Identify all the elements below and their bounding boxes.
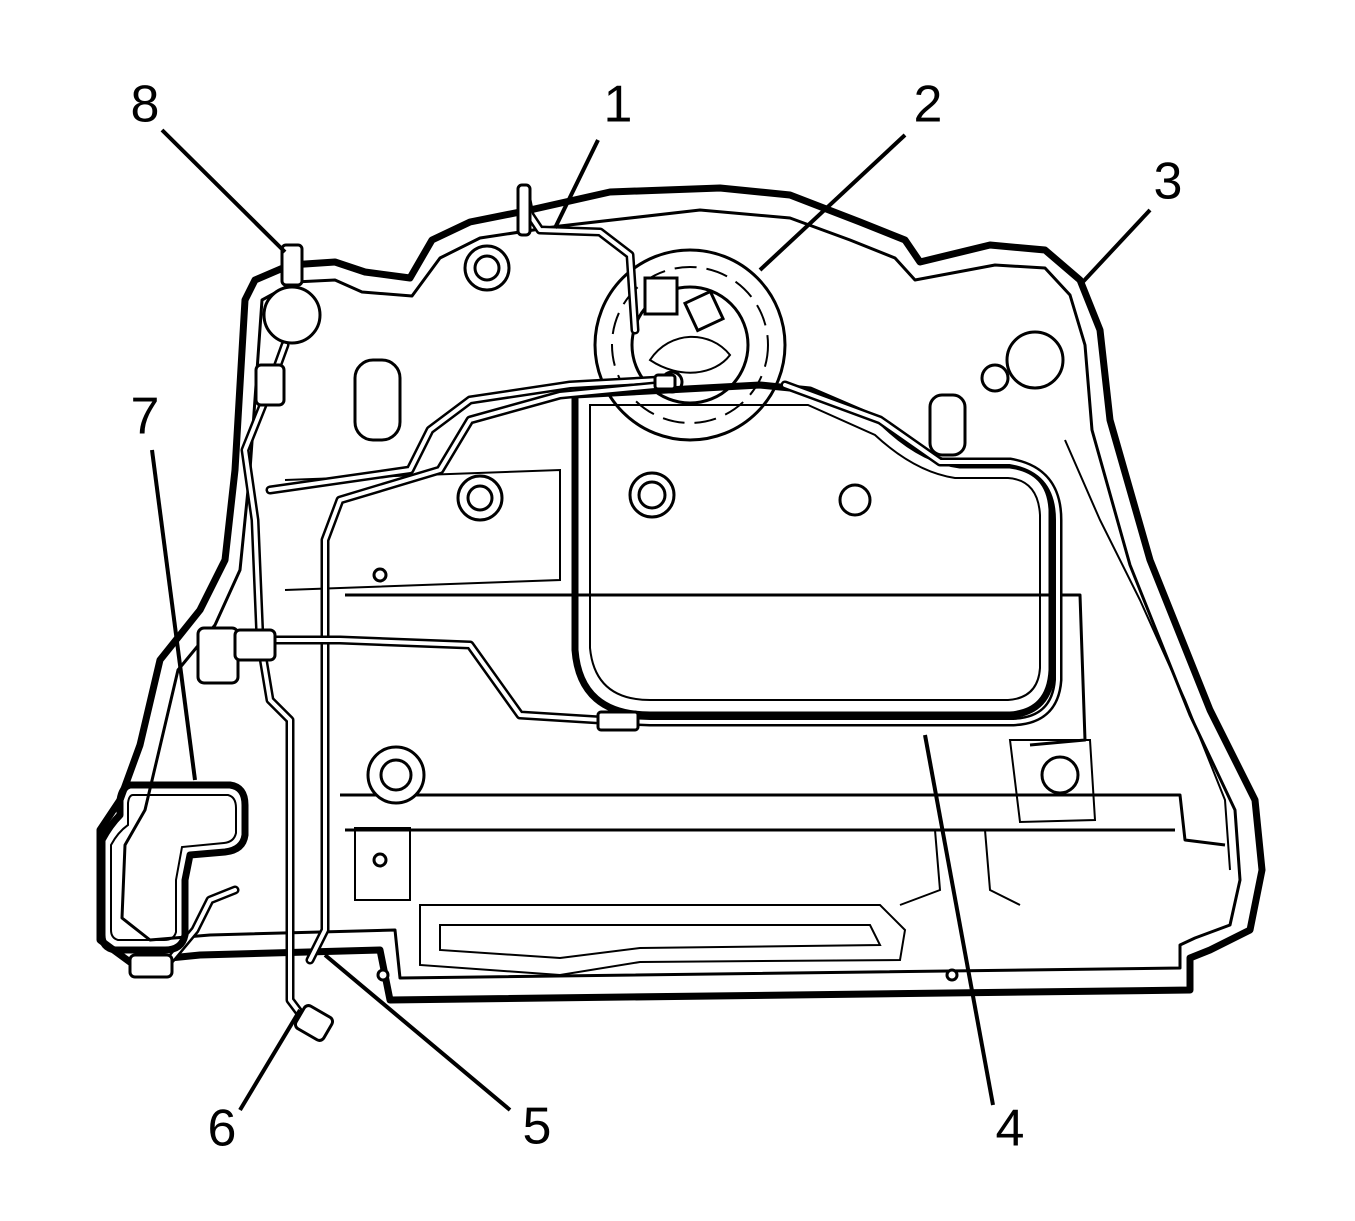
hole-bottom-far-left (376, 968, 390, 982)
callout-4: 4 (996, 1100, 1025, 1158)
callout-1: 1 (604, 76, 633, 134)
boss-upper-far-right (1005, 330, 1065, 390)
callout-6: 6 (208, 1100, 237, 1158)
right-pocket (1008, 739, 1097, 824)
callout-5: 5 (523, 1098, 552, 1156)
callout-2: 2 (914, 76, 943, 134)
callout-8: 8 (131, 76, 160, 134)
pressure-sensor-connector (280, 243, 304, 287)
harness-end-connector (293, 1004, 335, 1042)
fuel-pump-module (593, 248, 787, 442)
leader-1 (553, 139, 600, 229)
leader-6 (238, 1008, 302, 1112)
lower-left-pocket (354, 827, 411, 901)
hole-bottom-left (372, 852, 388, 868)
harness-connector-upper (254, 363, 286, 407)
tank-outer-outline (96, 184, 1266, 1004)
boss-lower-right (1040, 755, 1080, 795)
pillar-left (353, 358, 402, 442)
floor-rib-middle (340, 793, 1226, 847)
boss-upper-center-inner (637, 480, 667, 510)
connectors (128, 183, 677, 1042)
bottom-ridge-right (899, 829, 1021, 906)
pump-lock-ring (611, 266, 769, 424)
leader-5 (323, 953, 512, 1112)
pump-cover-recess (648, 335, 732, 374)
floor-channel-bottom-inner (439, 924, 882, 960)
leader-lines (150, 128, 1152, 1112)
boss-left-channel-inner (466, 484, 494, 512)
tank-baffle (571, 381, 1056, 719)
callout-3: 3 (1154, 153, 1183, 211)
evap-clip (233, 628, 277, 662)
vent-line-top (520, 185, 640, 335)
fuel-tank (96, 184, 1266, 1004)
floor-channel-bottom (419, 904, 907, 977)
leader-2 (758, 133, 907, 272)
filler-neck-fitting-inner (473, 254, 501, 282)
leader-4 (923, 734, 995, 1106)
evap-canister-inner (110, 794, 237, 941)
floor-rib-upper (345, 593, 1087, 747)
evap-canister (98, 781, 249, 954)
leader-7 (150, 449, 197, 781)
tank-right-ridge (1064, 439, 1231, 871)
mounting-bosses (353, 244, 1080, 982)
evap-connector-left (196, 626, 240, 685)
pillar-right (928, 393, 967, 457)
pump-flange-ring (593, 248, 787, 442)
wiring-harness (240, 340, 310, 1025)
callout-7: 7 (131, 388, 160, 446)
fuel-lines (145, 185, 1063, 1025)
tank-baffle-inner (589, 404, 1041, 701)
vent-tube-cap (516, 183, 532, 237)
callout-labels: 1 2 3 4 5 6 7 8 (131, 76, 1183, 1158)
pump-electrical-connector (643, 276, 679, 316)
boss-upper-far-right-small (980, 363, 1010, 393)
canister-vent-fitting (128, 953, 174, 979)
leader-3 (1078, 208, 1152, 287)
hole-left (372, 567, 388, 583)
hole-bottom-right (945, 968, 959, 982)
pump-fuel-connector (682, 289, 726, 333)
leader-8 (160, 128, 287, 254)
boss-upper-right (838, 483, 872, 517)
pump-line-clip (653, 373, 677, 391)
fuel-tank-pressure-sensor (262, 285, 322, 345)
boss-lower-left-inner (379, 758, 413, 792)
return-line-quick-connect (596, 710, 640, 732)
pump-cover (630, 285, 750, 405)
